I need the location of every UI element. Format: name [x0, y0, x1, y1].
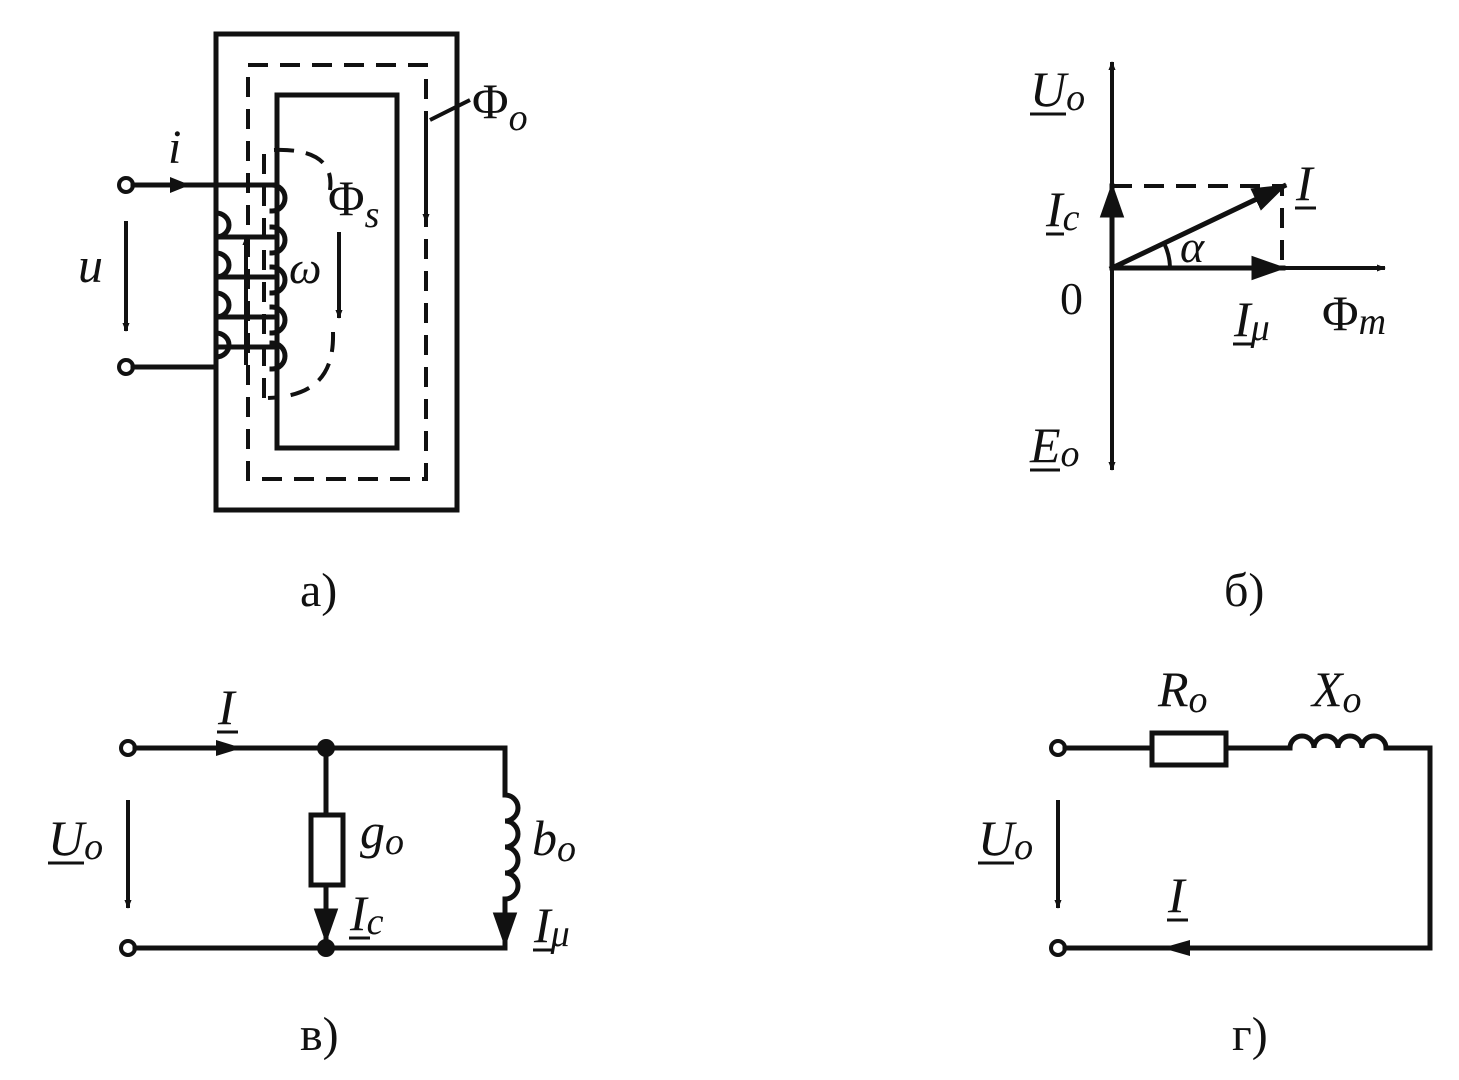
main-flux-symbol: Φ	[472, 73, 509, 129]
angle-label: α	[1180, 221, 1205, 272]
susceptance-coil	[502, 792, 521, 902]
magnetizing-current-subscript: μ	[1250, 307, 1270, 349]
leakage-flux-path	[262, 147, 336, 400]
current-d-label: I	[1167, 867, 1187, 923]
caption-d: г)	[1232, 1008, 1268, 1061]
resistance-resistor	[1149, 730, 1229, 768]
current-d-arrow	[1162, 940, 1190, 956]
caption-c: в)	[300, 1008, 339, 1061]
turns-label: ω	[289, 242, 321, 293]
voltage-phasor-symbol: U	[1030, 61, 1069, 117]
leakage-flux-subscript: s	[365, 194, 380, 236]
main-flux-leader	[429, 98, 471, 122]
origin-label: 0	[1060, 273, 1083, 324]
caption-b: б)	[1224, 564, 1264, 617]
panel-b: Uo Ic I α 0 Iμ Φm Eo б)	[1029, 61, 1386, 617]
resistance-label: Ro	[1157, 661, 1208, 721]
flux-phasor-symbol: Φ	[1322, 285, 1359, 341]
magnetizing-current-c-subscript: μ	[550, 913, 570, 955]
panel-d: Ro Xo Uo I г)	[978, 661, 1433, 1061]
voltage-c-symbol: U	[48, 810, 87, 866]
current-phasor	[1108, 182, 1288, 272]
resistance-symbol: R	[1157, 661, 1189, 717]
active-current-symbol: I	[1045, 181, 1065, 237]
magnetizing-current-c-symbol: I	[533, 897, 553, 953]
main-flux-label: Φo	[472, 73, 528, 139]
current-arrow	[170, 177, 190, 193]
reactance-subscript: o	[1343, 679, 1362, 721]
panel-c: I Uo go bo Ic Iμ в)	[48, 679, 576, 1061]
susceptance-symbol: b	[532, 810, 557, 866]
active-current-c-subscript: c	[367, 901, 384, 943]
conductance-symbol: g	[360, 803, 385, 859]
voltage-phasor-label: Uo	[1030, 61, 1085, 119]
active-current-c-symbol: I	[349, 885, 369, 941]
leakage-flux-symbol: Φ	[328, 170, 365, 226]
reactance-coil	[1287, 733, 1389, 751]
voltage-d-symbol: U	[978, 810, 1017, 866]
magnetizing-current-label: Iμ	[1233, 291, 1270, 349]
main-flux-subscript: o	[509, 97, 528, 139]
magnetizing-current-symbol: I	[1233, 291, 1253, 347]
emf-phasor-symbol: E	[1029, 417, 1061, 473]
active-current-subscript: c	[1063, 197, 1080, 239]
caption-a: а)	[300, 564, 337, 617]
projection-lines	[1112, 184, 1284, 268]
conductance-subscript: o	[385, 821, 404, 863]
wire-d-return	[1062, 745, 1433, 951]
conductance-resistor	[308, 812, 346, 888]
current-c-label: I	[217, 679, 237, 735]
reactance-symbol: X	[1310, 661, 1345, 717]
flux-phasor-subscript: m	[1359, 301, 1386, 343]
voltage-d-label: Uo	[978, 810, 1033, 868]
conductance-label: go	[360, 803, 404, 863]
current-phasor-label: I	[1295, 155, 1315, 211]
panel-a: i u ω Φo Φs а)	[78, 31, 528, 617]
node-c-bottom	[317, 939, 335, 957]
flux-phasor-label: Φm	[1322, 285, 1386, 343]
reactance-label: Xo	[1310, 661, 1362, 721]
resistance-subscript: o	[1189, 679, 1208, 721]
core-outer	[213, 31, 460, 513]
current-label: i	[168, 121, 181, 174]
voltage-label: u	[78, 237, 103, 293]
core-window	[274, 92, 400, 451]
leakage-flux-label: Φs	[328, 170, 379, 236]
emf-phasor-label: Eo	[1029, 417, 1080, 475]
active-current-c-label: Ic	[349, 885, 384, 943]
angle-arc	[1162, 242, 1172, 269]
magnetizing-current-c-label: Iμ	[533, 897, 570, 955]
voltage-c-label: Uo	[48, 810, 103, 868]
emf-phasor-subscript: o	[1061, 433, 1080, 475]
voltage-c-subscript: o	[84, 826, 103, 868]
susceptance-subscript: o	[557, 828, 576, 870]
susceptance-label: bo	[532, 810, 576, 870]
voltage-d-subscript: o	[1014, 826, 1033, 868]
voltage-phasor-subscript: o	[1066, 77, 1085, 119]
current-c-arrow	[216, 740, 242, 756]
active-current-label: Ic	[1045, 181, 1080, 239]
